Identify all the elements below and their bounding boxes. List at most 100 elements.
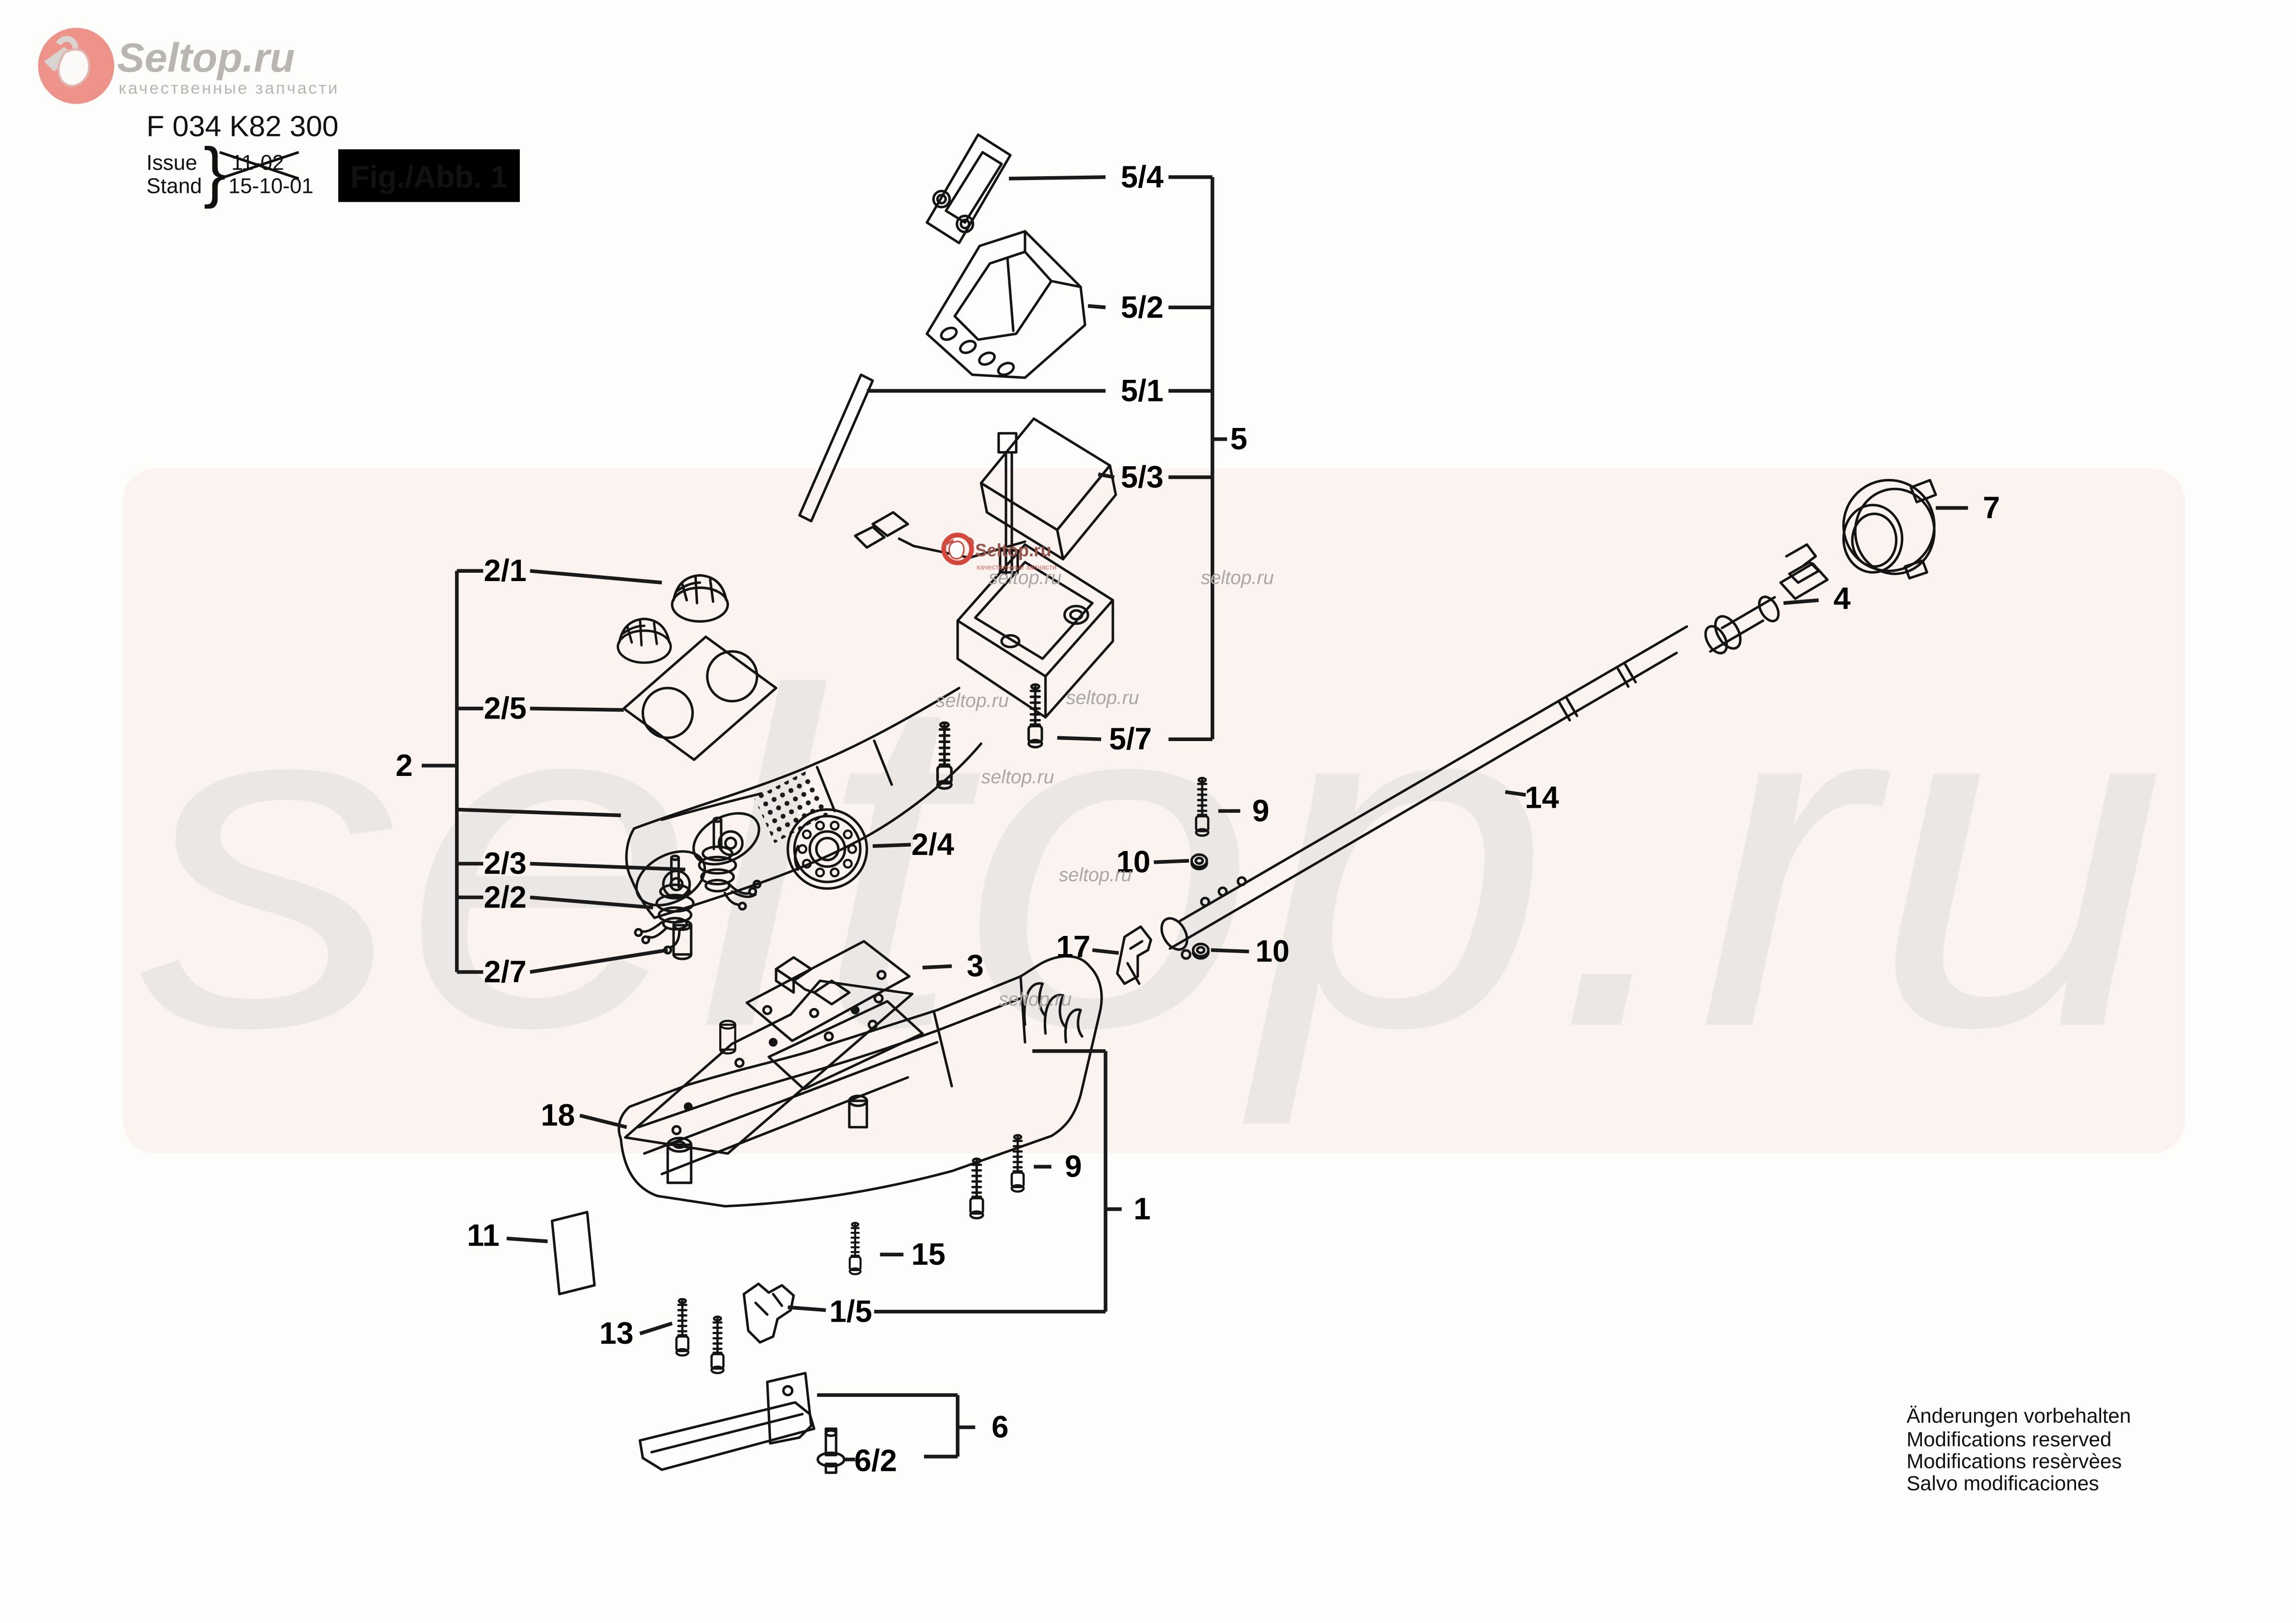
part-label-5-7: 5/7	[1109, 722, 1152, 756]
part-label-14: 14	[1525, 780, 1559, 815]
part-label-9-upper: 9	[1252, 794, 1270, 828]
leader-line	[1057, 736, 1102, 742]
issue-label: Issue	[146, 151, 197, 175]
leader-line	[1505, 790, 1526, 797]
stand-value: 15-10-01	[228, 175, 313, 198]
part-11-label	[550, 1211, 596, 1296]
note-de: Änderungen vorbehalten	[1907, 1404, 2131, 1427]
leader-line	[1783, 598, 1819, 605]
watermark-small: seltop.ru	[1059, 865, 1132, 886]
screw-13-a	[676, 1299, 688, 1356]
part-label-7: 7	[1983, 491, 2000, 525]
screw-9-lower-a	[971, 1159, 983, 1218]
part-label-5-1: 5/1	[1121, 373, 1163, 408]
watermark-small: seltop.ru	[936, 691, 1009, 712]
part-18-base-plate	[624, 979, 914, 1155]
part-label-5: 5	[1230, 422, 1247, 456]
logo-circle	[941, 532, 974, 565]
center-logo-text: Seltop.ru	[975, 540, 1052, 560]
part-14-tube	[1160, 625, 1688, 960]
part-2-3-potentiometer	[699, 818, 762, 911]
part-7-end-cap	[1842, 479, 1937, 580]
leader-line	[1098, 472, 1115, 479]
leader-line	[1211, 948, 1249, 954]
watermark-small: seltop.ru	[999, 989, 1072, 1010]
part-label-18: 18	[541, 1098, 575, 1133]
strike-line	[219, 151, 299, 180]
modification-notes: Änderungen vorbehalten Modifications res…	[1907, 1404, 2131, 1494]
leader-line	[639, 1321, 673, 1335]
part-2-5-membrane	[622, 635, 778, 761]
leader-line	[530, 862, 686, 872]
screw-13-b	[711, 1317, 723, 1373]
part-label-13: 13	[599, 1316, 634, 1351]
part-5-2-display-housing	[925, 230, 1086, 379]
part-label-9-lower: 9	[1065, 1149, 1082, 1184]
part-number: F 034 K82 300	[146, 109, 338, 142]
part-sensor-head	[956, 432, 1114, 719]
leader-line	[787, 1305, 826, 1312]
watermark-small: seltop.ru	[989, 567, 1062, 588]
logo-text: Seltop.ru	[117, 34, 295, 80]
leader-lines	[422, 175, 1968, 1462]
part-label-15: 15	[911, 1237, 945, 1272]
part-label-3: 3	[967, 949, 984, 984]
leader-line	[530, 569, 662, 585]
center-watermark-logo: Seltop.ru качественные запчасти	[941, 532, 1057, 571]
part-label-5-4: 5/4	[1121, 160, 1163, 194]
part-label-4: 4	[1834, 582, 1851, 616]
part-5-4-display-panel	[925, 133, 1012, 244]
part-label-17: 17	[1056, 930, 1091, 964]
part-label-11: 11	[467, 1218, 499, 1252]
watermark-small: seltop.ru	[1066, 688, 1139, 709]
part-label-2: 2	[396, 748, 413, 783]
part-6-bracket	[638, 1372, 815, 1471]
part-label-2-4: 2/4	[912, 827, 954, 862]
leader-line	[1087, 304, 1106, 310]
part-label-2-3: 2/3	[484, 847, 527, 881]
part-label-5-2: 5/2	[1121, 290, 1163, 324]
part-2-4-speaker	[786, 808, 868, 890]
screw-15	[850, 1223, 861, 1275]
leader-line	[1154, 859, 1189, 864]
speaker-grille	[754, 770, 829, 844]
part-label-5-3: 5/3	[1121, 460, 1163, 494]
fist-icon	[948, 540, 965, 559]
watermark-small: seltop.ru	[981, 767, 1054, 788]
title-block: F 034 K82 300 Issue Stand } 11-02 15-10-…	[146, 109, 520, 210]
part-5-1-trim-strip	[798, 373, 874, 523]
note-es: Salvo modificaciones	[1907, 1471, 2099, 1494]
leader-line	[922, 964, 952, 970]
part-label-2-2: 2/2	[484, 880, 527, 914]
stand-label: Stand	[146, 175, 202, 198]
small-watermarks: seltop.ru seltop.ru seltop.ru seltop.ru selt…	[936, 567, 1274, 1010]
part-label-2-5: 2/5	[484, 692, 527, 726]
figure-label: Fig./Abb. 1	[351, 160, 508, 194]
figure-box	[338, 149, 520, 202]
part-label-6: 6	[992, 1410, 1009, 1444]
part-17-clip	[1116, 925, 1153, 985]
part-4-tube-end	[1704, 543, 1829, 655]
leader-line	[530, 895, 653, 910]
leader-line	[530, 948, 668, 974]
part-1-5-clip	[742, 1282, 795, 1344]
watermark-small: seltop.ru	[1201, 567, 1274, 588]
part-label-10-lower: 10	[1255, 934, 1290, 969]
leader-line	[1009, 175, 1106, 181]
part-6-2-foot	[816, 1427, 846, 1474]
leader-line	[579, 1114, 627, 1129]
leader-line	[506, 1236, 548, 1244]
leader-line	[872, 843, 911, 848]
part-lower-housing	[618, 955, 1103, 1208]
leader-line	[457, 807, 621, 818]
center-logo-tagline: качественные запчасти	[977, 563, 1057, 571]
brace: }	[204, 134, 226, 210]
part-label-10-upper: 10	[1116, 845, 1151, 879]
note-fr: Modifications resèrvèes	[1907, 1450, 2122, 1473]
part-label-6-2: 6/2	[854, 1444, 897, 1478]
site-logo[interactable]: Seltop.ru качественные запчасти	[38, 27, 339, 104]
part-label-2-7: 2/7	[484, 955, 527, 989]
wrench-icon	[942, 537, 974, 547]
watermark-band: seltop.ru	[123, 468, 2185, 1154]
